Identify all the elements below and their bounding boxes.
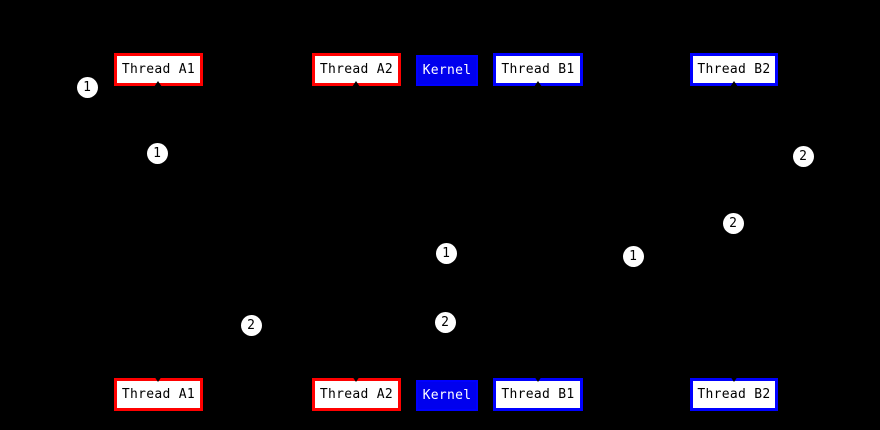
arrowhead-notch-icon xyxy=(534,81,542,87)
kernel-label: Kernel xyxy=(422,388,472,403)
step-marker: 1 xyxy=(435,242,457,264)
step-marker-label: 1 xyxy=(153,145,161,161)
step-marker: 2 xyxy=(240,314,262,336)
kernel-box-bottom: Kernel xyxy=(416,380,478,411)
thread-a1-box-top: Thread A1 xyxy=(114,53,203,86)
step-marker-label: 2 xyxy=(441,314,449,330)
step-marker: 2 xyxy=(792,145,814,167)
step-marker-label: 2 xyxy=(729,215,737,231)
step-marker: 1 xyxy=(146,142,168,164)
thread-a2-label: Thread A2 xyxy=(319,62,394,77)
arrowhead-notch-icon xyxy=(352,81,360,87)
thread-b1-label: Thread B1 xyxy=(501,62,575,77)
thread-b1-box-top: Thread B1 xyxy=(493,53,583,86)
step-marker: 2 xyxy=(434,311,456,333)
arrowhead-notch-icon xyxy=(730,81,738,87)
arrowhead-notch-icon xyxy=(730,376,738,382)
kernel-box-top: Kernel xyxy=(416,55,478,86)
kernel-label: Kernel xyxy=(422,63,472,78)
thread-b1-label: Thread B1 xyxy=(501,387,575,402)
step-marker: 2 xyxy=(722,212,744,234)
thread-a1-box-bottom: Thread A1 xyxy=(114,378,203,411)
step-marker-label: 2 xyxy=(247,317,255,333)
thread-b2-box-bottom: Thread B2 xyxy=(690,378,778,411)
step-marker-label: 1 xyxy=(442,245,450,261)
step-marker-label: 2 xyxy=(799,148,807,164)
step-marker-label: 1 xyxy=(83,79,91,95)
thread-a2-box-bottom: Thread A2 xyxy=(312,378,401,411)
step-marker-label: 1 xyxy=(629,248,637,264)
thread-a2-label: Thread A2 xyxy=(319,387,394,402)
thread-a1-label: Thread A1 xyxy=(121,62,196,77)
thread-b2-label: Thread B2 xyxy=(697,62,771,77)
arrowhead-notch-icon xyxy=(154,376,162,382)
arrowhead-notch-icon xyxy=(534,376,542,382)
arrowhead-notch-icon xyxy=(154,81,162,87)
step-marker: 1 xyxy=(76,76,98,98)
thread-a1-label: Thread A1 xyxy=(121,387,196,402)
arrowhead-notch-icon xyxy=(352,376,360,382)
thread-b2-label: Thread B2 xyxy=(697,387,771,402)
step-marker: 1 xyxy=(622,245,644,267)
thread-b1-box-bottom: Thread B1 xyxy=(493,378,583,411)
